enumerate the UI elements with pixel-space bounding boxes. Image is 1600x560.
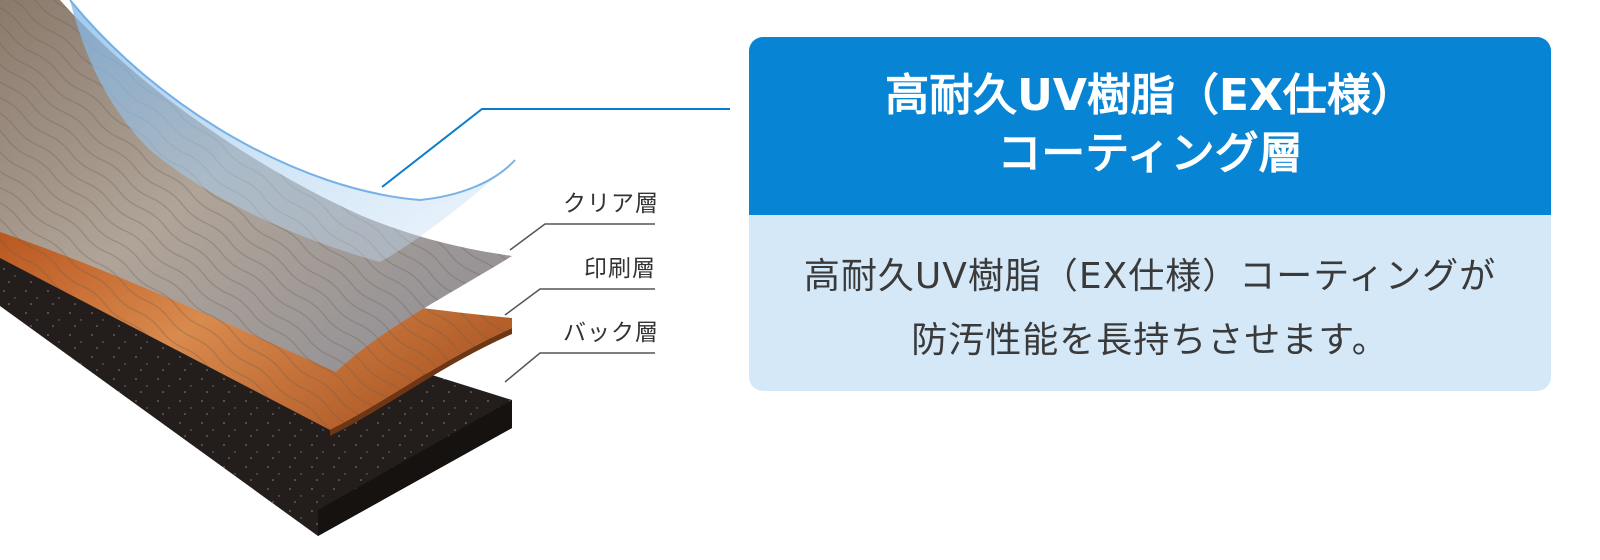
callout-desc-line2: 防汚性能を長持ちさせます。 xyxy=(911,320,1389,361)
layer-label-clear: クリア層 xyxy=(563,191,659,217)
clear-leader-line xyxy=(509,223,655,251)
callout-title-line1: 高耐久UV樹脂（EX仕様） xyxy=(885,70,1415,121)
coating-callout-box: 高耐久UV樹脂（EX仕様） コーティング層 高耐久UV樹脂（EX仕様）コーティン… xyxy=(749,37,1551,391)
callout-header: 高耐久UV樹脂（EX仕様） コーティング層 xyxy=(749,37,1551,215)
callout-desc-line1: 高耐久UV樹脂（EX仕様）コーティングが xyxy=(803,256,1497,297)
coating-layer-shape xyxy=(69,0,516,262)
callout-title-line2: コーティング層 xyxy=(997,128,1303,179)
callout-body: 高耐久UV樹脂（EX仕様）コーティングが 防汚性能を長持ちさせます。 xyxy=(749,215,1551,373)
coating-leader-line xyxy=(381,108,730,188)
print-leader-line xyxy=(504,288,655,316)
layer-label-back: バック層 xyxy=(563,320,659,346)
layer-label-print: 印刷層 xyxy=(584,256,656,282)
back-leader-line xyxy=(504,352,655,383)
